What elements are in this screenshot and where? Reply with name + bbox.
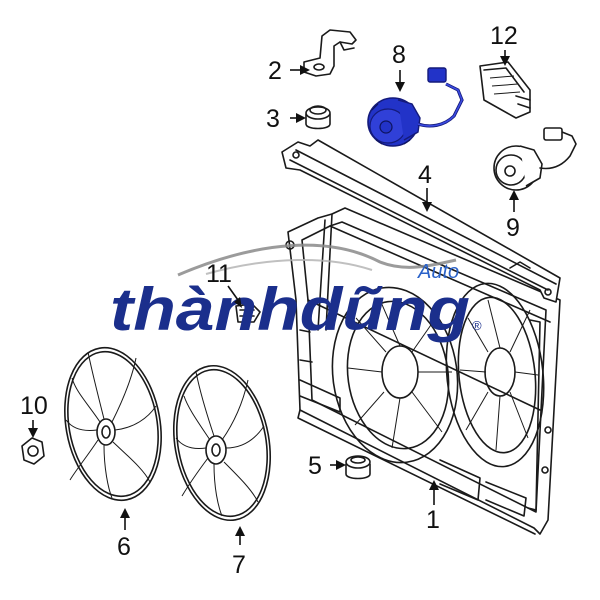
callout-labels: 1 2 3 4 5 6 7 8 9 10 11 12 <box>20 22 520 579</box>
fan-shroud <box>285 207 561 535</box>
callout-3: 3 <box>266 105 280 133</box>
callout-5: 5 <box>308 452 322 480</box>
fan-blade-7 <box>172 364 272 522</box>
callout-8: 8 <box>392 41 406 69</box>
callout-1: 1 <box>426 506 440 534</box>
watermark-sub: Auto <box>417 261 459 283</box>
grommet-3 <box>305 105 331 130</box>
bracket-2 <box>303 29 357 77</box>
clip-11 <box>235 303 261 323</box>
watermark-swoosh <box>177 243 457 277</box>
callout-7: 7 <box>232 551 246 579</box>
control-module-12 <box>479 61 531 119</box>
callout-arrows <box>28 50 519 545</box>
callout-2: 2 <box>268 57 282 85</box>
callout-12: 12 <box>490 22 518 50</box>
fan-blade-6 <box>64 346 162 502</box>
grommet-5 <box>345 455 371 480</box>
fan-motor-8 <box>367 67 464 147</box>
watermark-brand: thànhdũng <box>110 276 470 343</box>
callout-9: 9 <box>506 214 520 242</box>
nut-10 <box>21 437 45 465</box>
brand-watermark: thànhdũng Auto ® <box>110 243 482 343</box>
callout-6: 6 <box>117 533 131 561</box>
callout-10: 10 <box>20 392 48 420</box>
watermark-registered-mark: ® <box>472 318 482 333</box>
callout-4: 4 <box>418 161 432 189</box>
callout-11: 11 <box>206 260 232 288</box>
fan-motor-9 <box>493 127 577 191</box>
upper-support-bar <box>281 139 561 303</box>
